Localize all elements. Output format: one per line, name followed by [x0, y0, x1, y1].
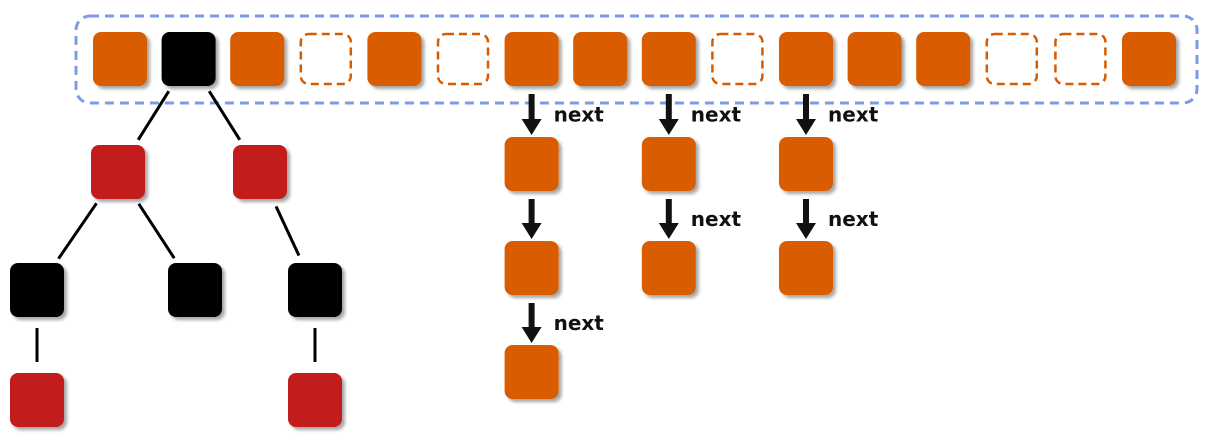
next-arrow-head [521, 327, 542, 343]
next-label: next [554, 311, 605, 335]
tree-edge [57, 202, 98, 260]
next-arrow-head [796, 223, 816, 239]
bucket-slot-empty [985, 32, 1039, 86]
tree-edge [207, 90, 242, 141]
bucket-slot-empty [299, 32, 353, 86]
bucket-slot-filled [230, 32, 285, 86]
tree-node-red [288, 373, 342, 427]
next-arrow-head [796, 119, 816, 135]
bucket-slot-tree-root [161, 32, 216, 86]
chain-node [779, 241, 833, 295]
linked-chains: next next next next next next [504, 94, 879, 399]
tree-node-black [10, 263, 64, 317]
chain-node [504, 241, 559, 295]
bucket-slot-filled [573, 32, 628, 86]
tree-edge [274, 205, 301, 257]
next-label: next [828, 103, 879, 127]
tree-edge [137, 203, 176, 259]
next-arrow-head [521, 119, 542, 135]
tree-node-black [168, 263, 222, 317]
bucket-slot-filled [847, 32, 902, 86]
next-arrow-head [658, 223, 679, 239]
bucket-slots [93, 32, 1176, 86]
next-label: next [691, 207, 742, 231]
bucket-slot-filled [504, 32, 559, 86]
bucket-slot-empty [436, 32, 490, 86]
next-label: next [691, 103, 742, 127]
tree-node-black [288, 263, 342, 317]
bucket-slot-filled [367, 32, 422, 86]
tree-node-red [91, 145, 145, 199]
chain-node [779, 137, 833, 191]
bucket-slot-filled [779, 32, 833, 86]
bucket-slot-filled [93, 32, 147, 86]
bucket-slot-filled [641, 32, 696, 86]
next-label: next [828, 207, 879, 231]
next-arrow-head [521, 223, 542, 239]
tree-edges [35, 90, 317, 362]
chain-node [504, 345, 559, 399]
bucket-array-border [74, 14, 1199, 105]
bucket-slot-empty [711, 32, 764, 86]
chain-node [504, 137, 559, 191]
chain-node [641, 241, 696, 295]
bucket-slot-empty [1054, 32, 1107, 86]
next-arrow-head [658, 119, 679, 135]
red-black-tree [10, 145, 342, 427]
bucket-slot-filled [1122, 32, 1176, 86]
tree-node-red [10, 373, 64, 427]
tree-edge [136, 90, 171, 141]
tree-node-red [233, 145, 287, 199]
chain-node [641, 137, 696, 191]
bucket-slot-filled [916, 32, 971, 86]
next-label: next [554, 103, 605, 127]
